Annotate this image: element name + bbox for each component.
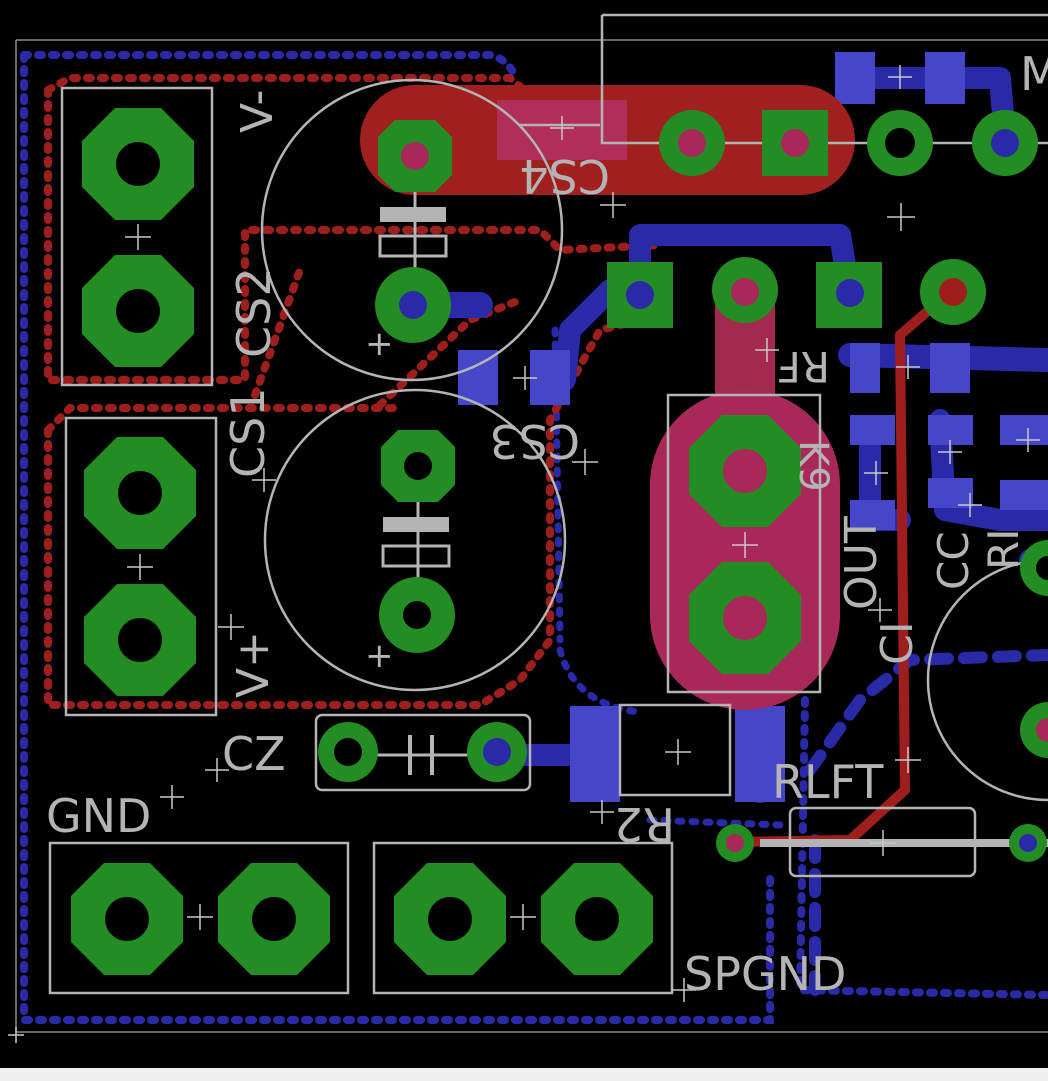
drill-holes (105, 128, 1048, 941)
silkscreen (48, 13, 1048, 995)
plated-holes (399, 129, 1048, 852)
label-rf: RF (777, 342, 830, 391)
label-plus-cs2: + (365, 636, 394, 676)
capacitor-symbols (360, 185, 1048, 847)
label-r2: R2 (614, 797, 675, 851)
label-out: OUT (836, 516, 887, 610)
label-m-partial: M (1020, 47, 1048, 101)
bottom-polygon-dashes (804, 649, 1048, 996)
board-outline (15, 39, 1048, 1033)
top-polygon-outlines (44, 74, 664, 709)
label-rlft: RLFT (772, 755, 884, 809)
label-ci: CI (872, 621, 923, 665)
label-v-minus: V- (232, 90, 283, 133)
origin-markers (8, 65, 1040, 1043)
label-rl-partial: RI (979, 528, 1028, 570)
label-spgnd: SPGND (684, 947, 846, 1001)
status-strip (0, 1068, 1048, 1081)
label-k-partial: K9 (790, 440, 836, 492)
label-plus-cs3: + (365, 324, 394, 364)
label-cc: CC (929, 531, 978, 590)
square-pads (607, 110, 882, 328)
label-cz: CZ (222, 727, 286, 781)
label-cs4: CS4 (519, 149, 610, 203)
label-gnd: GND (46, 789, 151, 843)
label-cs2: CS2 (227, 267, 281, 358)
label-cs3: CS3 (489, 414, 580, 468)
label-cs1: CS1 (221, 387, 275, 478)
label-v-plus: V+ (228, 631, 279, 698)
bottom-polygon-circle (551, 326, 644, 716)
bottom-polygon-outline (20, 51, 1048, 1024)
